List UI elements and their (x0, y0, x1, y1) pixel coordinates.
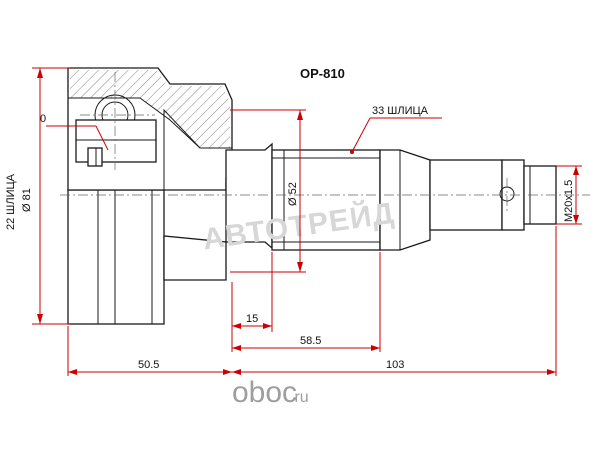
section-hatching (70, 70, 230, 148)
spline-outer-label: 33 ШЛИЦА (372, 105, 429, 117)
brand-name: oboc (232, 376, 297, 409)
diameter-shaft-label: Ø 52 (287, 182, 299, 206)
length-15-label: 15 (246, 313, 258, 325)
brand-suffix: .ru (290, 389, 309, 406)
thread-label: M20x1.5 (563, 180, 575, 222)
spline-inner-label: 22 ШЛИЦА (5, 173, 17, 230)
housing-body (67, 189, 165, 325)
diameter-body-label: Ø 81 (21, 188, 33, 212)
length-103-label: 103 (386, 359, 404, 371)
dimensions (32, 67, 582, 376)
brand-logo: oboc .ru (232, 376, 309, 409)
length-50-5-label: 50.5 (138, 359, 159, 371)
length-58-5-label: 58.5 (300, 335, 321, 347)
ring-ref-label: 0 (40, 113, 46, 125)
part-number-title: OP-810 (300, 66, 345, 81)
cv-joint-outline (67, 67, 557, 325)
